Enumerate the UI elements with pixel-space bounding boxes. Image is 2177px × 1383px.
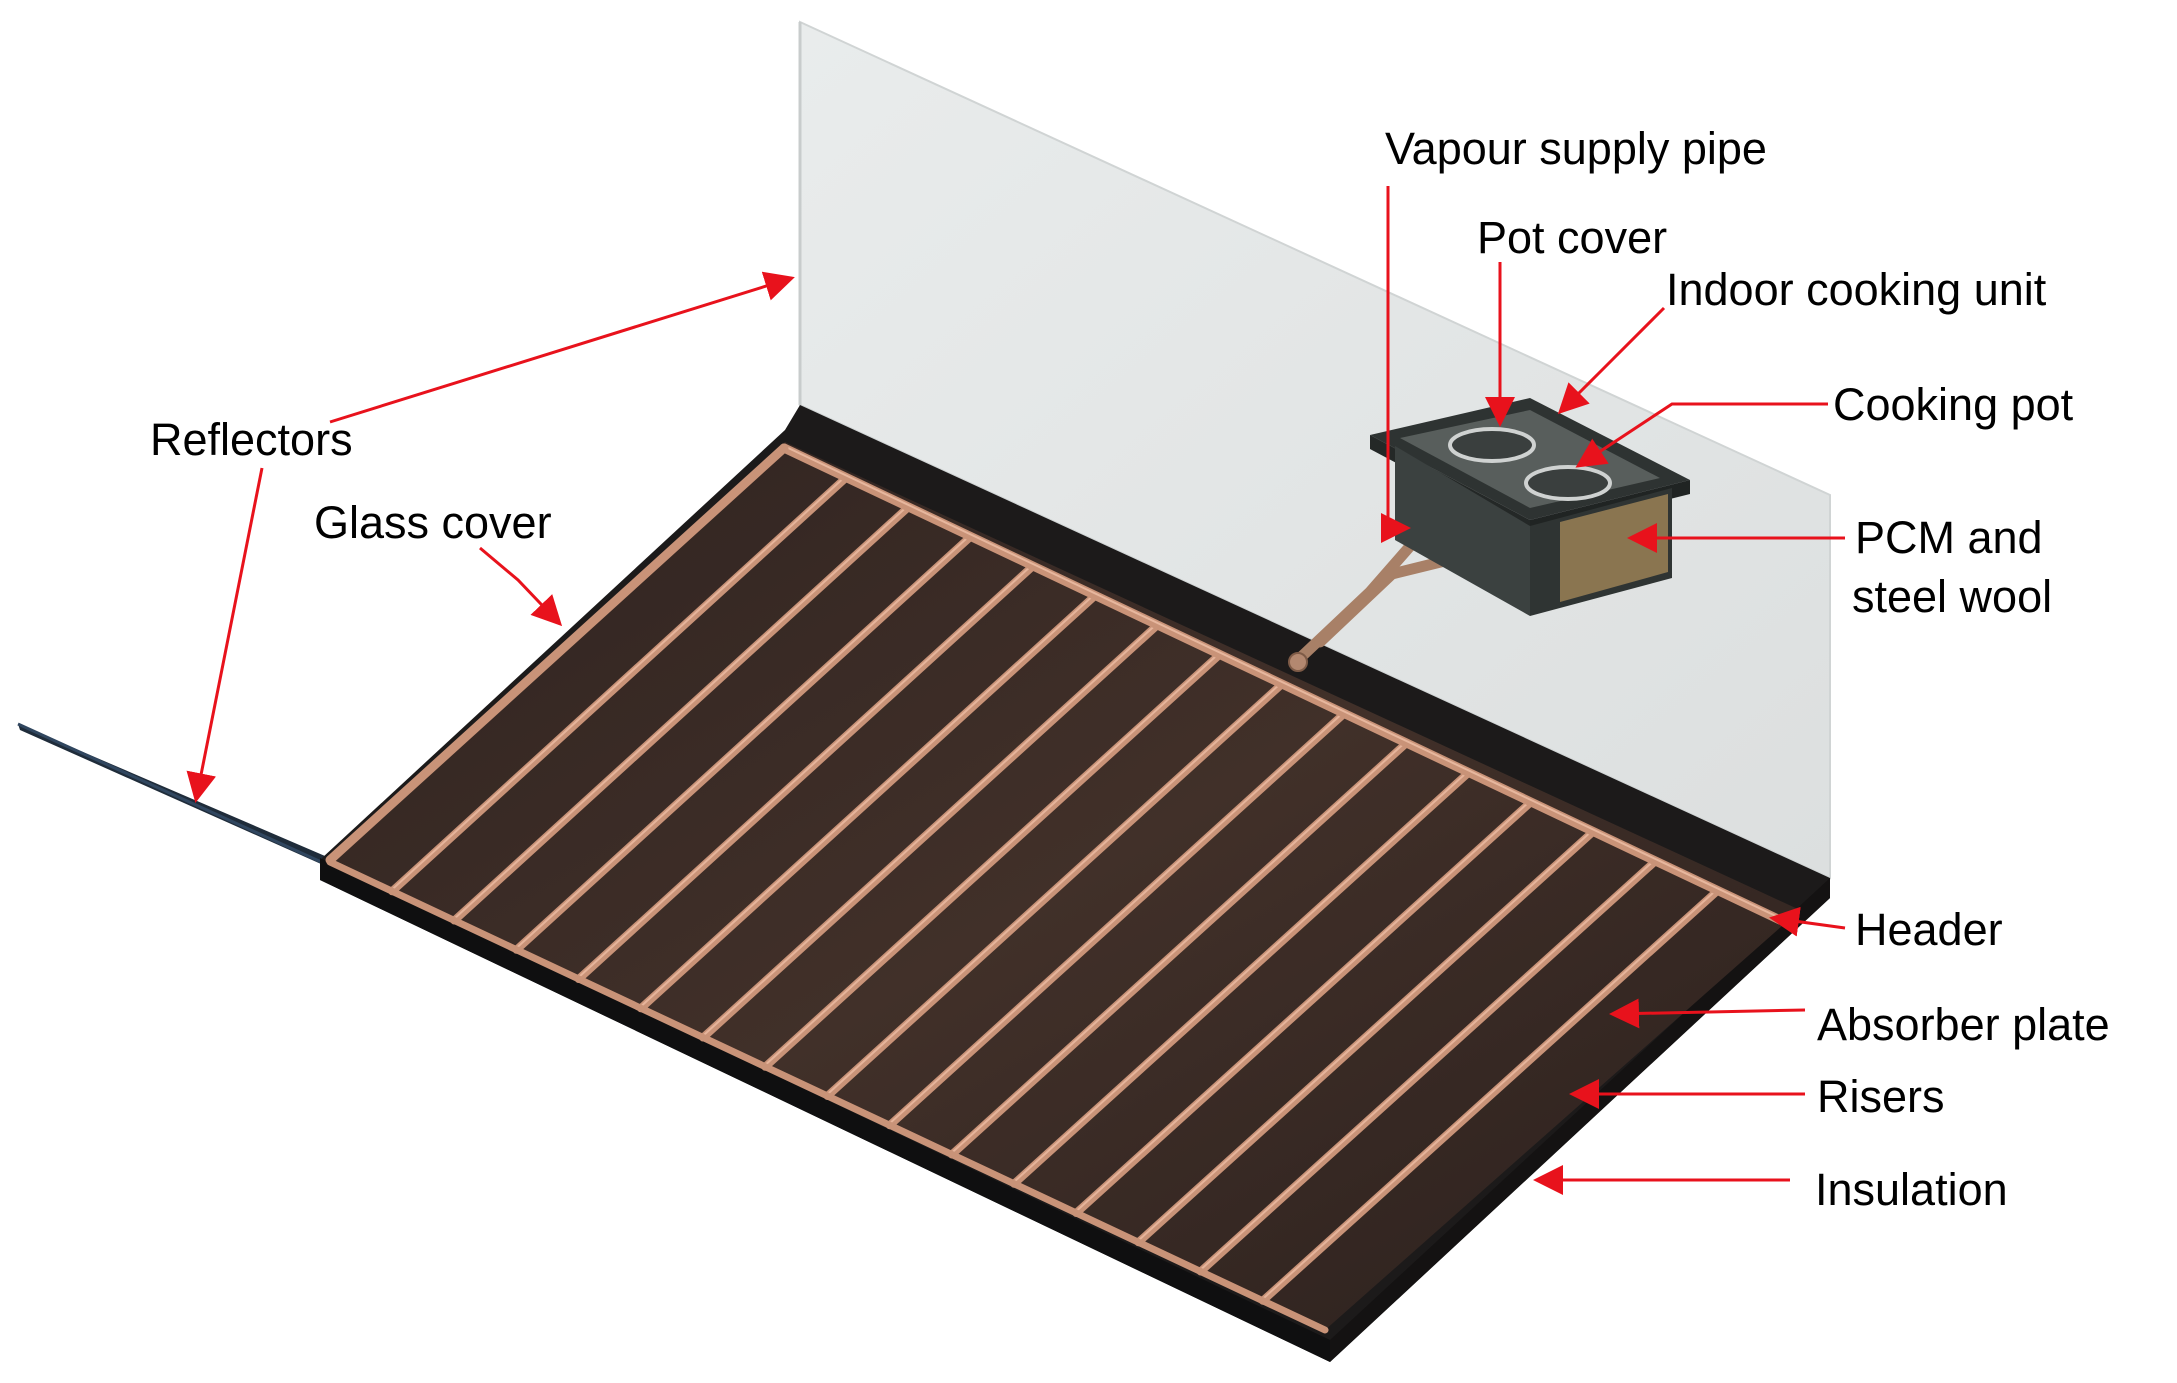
riser-highlight: [887, 712, 1343, 1126]
label-glass-cover: Glass cover: [314, 497, 552, 548]
riser-pipe: [699, 621, 1162, 1042]
riser-pipe: [388, 473, 851, 896]
arrow-reflectors-bottom: [186, 467, 264, 803]
label-pcm-line1: PCM and: [1855, 512, 2043, 563]
label-cooking-pot: Cooking pot: [1833, 379, 2074, 430]
label-pot-cover: Pot cover: [1477, 212, 1667, 263]
top-header-pipe: [779, 443, 1785, 925]
indoor-cooking-unit: [1370, 398, 1690, 616]
arrow-cooking-pot: [1575, 402, 1828, 468]
riser-pipe: [450, 503, 913, 925]
riser-pipe: [512, 532, 975, 954]
riser-highlight: [700, 624, 1157, 1039]
label-pcm-line2: steel wool: [1852, 571, 2052, 622]
label-risers: Risers: [1817, 1071, 1945, 1122]
riser-pipe: [636, 591, 1100, 1013]
riser-highlight: [1197, 860, 1655, 1273]
riser-highlight: [762, 653, 1219, 1068]
label-reflectors: Reflectors: [150, 414, 353, 465]
riser-pipe: [823, 680, 1286, 1100]
riser-highlight: [389, 476, 845, 892]
riser-highlight: [1260, 889, 1717, 1302]
riser-highlight: [638, 594, 1094, 1009]
arrow-reflectors-top: [329, 271, 795, 424]
label-vapour-supply-pipe: Vapour supply pipe: [1385, 123, 1767, 174]
label-indoor-cooking-unit: Indoor cooking unit: [1666, 264, 2047, 315]
bottom-header-pipe: [326, 858, 1329, 1334]
riser-highlight: [513, 535, 970, 951]
riser-highlight: [949, 742, 1406, 1156]
pot-cover-hole: [1448, 427, 1536, 463]
riser-pipe: [574, 562, 1037, 983]
pcm-steel-wool: [1560, 494, 1668, 602]
label-header: Header: [1855, 904, 2003, 955]
arrow-indoor-cooking-unit: [1557, 306, 1666, 415]
left-header-pipe: [325, 443, 789, 865]
arrow-absorber-plate: [1609, 998, 1806, 1029]
label-absorber-plate: Absorber plate: [1817, 999, 2110, 1050]
riser-highlight: [1073, 801, 1530, 1214]
riser-pipe: [1258, 886, 1722, 1305]
riser-pipe: [1072, 798, 1535, 1217]
riser-highlight: [1135, 830, 1592, 1243]
riser-pipe: [1010, 768, 1473, 1188]
riser-highlight: [824, 683, 1281, 1097]
riser-pipe: [761, 650, 1224, 1071]
frame-right-edge: [1330, 878, 1830, 1362]
arrow-header: [1769, 906, 1846, 937]
riser-pipe: [1134, 827, 1598, 1247]
riser-pipe: [1196, 857, 1660, 1276]
arrow-vapour-supply-pipe: [1381, 186, 1411, 543]
riser-highlight: [451, 506, 908, 922]
cooking-pot-hole: [1524, 465, 1612, 501]
leader-arrows: [186, 186, 1846, 1195]
arrow-glass-cover: [479, 546, 563, 627]
riser-highlight: [1011, 771, 1468, 1185]
risers-group: [388, 473, 1722, 1305]
frame-front-edge: [320, 858, 1330, 1362]
riser-pipe: [885, 709, 1349, 1130]
label-insulation: Insulation: [1815, 1164, 2008, 1215]
riser-pipe: [947, 739, 1411, 1159]
riser-highlight: [576, 565, 1032, 980]
